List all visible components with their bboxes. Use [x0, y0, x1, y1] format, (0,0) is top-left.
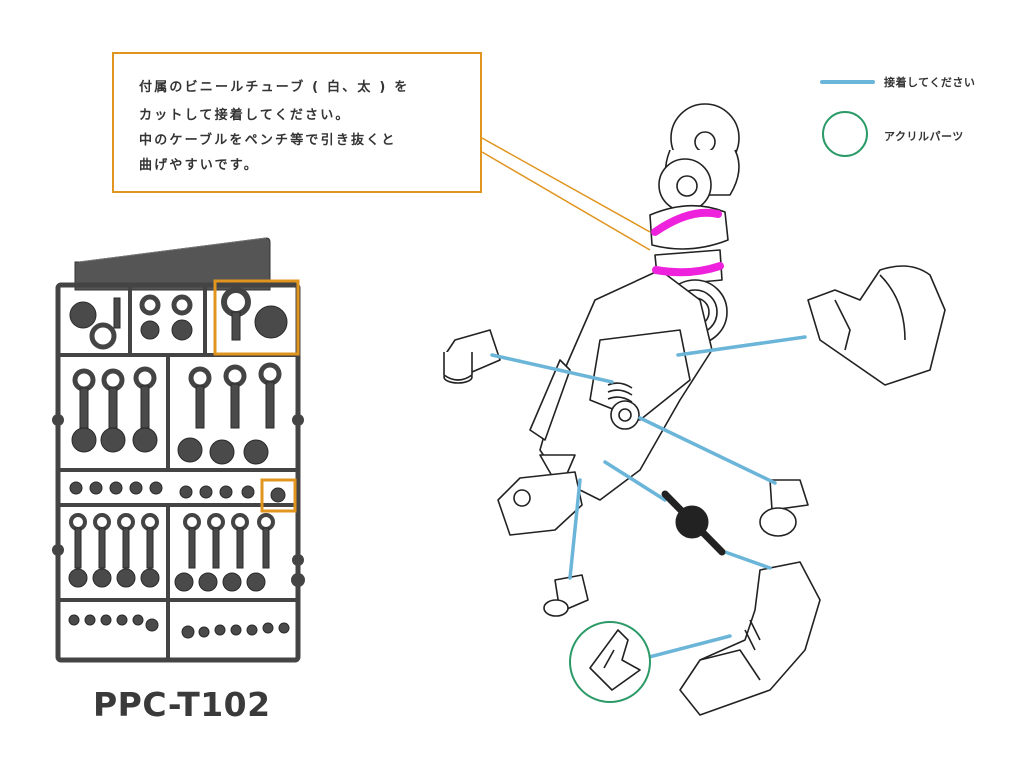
- tube-highlights: [651, 208, 724, 277]
- note-line-1: 付属のビニールチューブ ( 白、太 ) を: [139, 80, 410, 95]
- highlight-box-small: [260, 478, 297, 513]
- assembly-drawing: [443, 103, 946, 716]
- acrylic-callout-detail: [589, 629, 641, 691]
- note-leader-lines: [481, 137, 651, 251]
- note-line-4: 曲げやすいです。: [139, 158, 259, 173]
- note-line-2: カットして接着してください。: [139, 108, 351, 123]
- pin-part: [661, 490, 726, 556]
- instruction-note: 付属のビニールチューブ ( 白、太 ) を カットして接着してください。 中のケ…: [112, 52, 482, 193]
- legend-glue-swatch: [820, 80, 875, 84]
- legend-acrylic-swatch: [822, 111, 868, 157]
- note-line-3: 中のケーブルをペンチ等で引き抜くと: [139, 133, 397, 148]
- parts-runner: [52, 237, 305, 663]
- highlight-box-large: [213, 279, 300, 356]
- product-code: PPC-T102: [93, 685, 271, 724]
- legend-acrylic-label: アクリルパーツ: [884, 130, 964, 143]
- legend-glue-label: 接着してください: [884, 76, 976, 89]
